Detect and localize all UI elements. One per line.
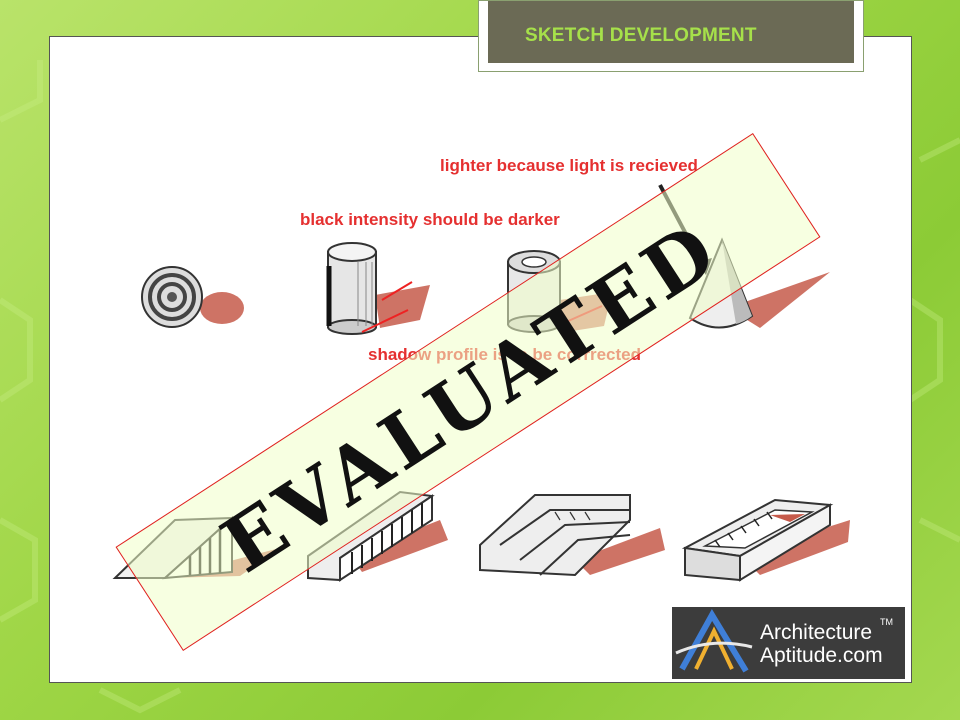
logo-trademark: TM <box>880 617 893 627</box>
title-box: SKETCH DEVELOPMENT <box>478 0 864 72</box>
logo-line1: Architecture <box>760 621 873 644</box>
sphere-sketch-icon <box>141 266 244 328</box>
architecture-logo-icon <box>675 609 753 673</box>
stairs-sketch-icon <box>479 494 665 577</box>
logo-line2: Aptitude.com <box>760 644 883 667</box>
title-bar: SKETCH DEVELOPMENT <box>488 1 854 63</box>
channel-sketch-icon <box>307 490 448 582</box>
slide-title: SKETCH DEVELOPMENT <box>525 25 757 46</box>
annotation-black-intensity: black intensity should be darker <box>300 210 560 229</box>
box-frame-sketch-icon <box>681 498 850 582</box>
annotation-light: lighter because light is recieved <box>440 156 698 175</box>
cylinder-sketch-icon <box>326 242 430 335</box>
architecture-aptitude-logo: Architecture Aptitude.com TM <box>672 607 905 679</box>
